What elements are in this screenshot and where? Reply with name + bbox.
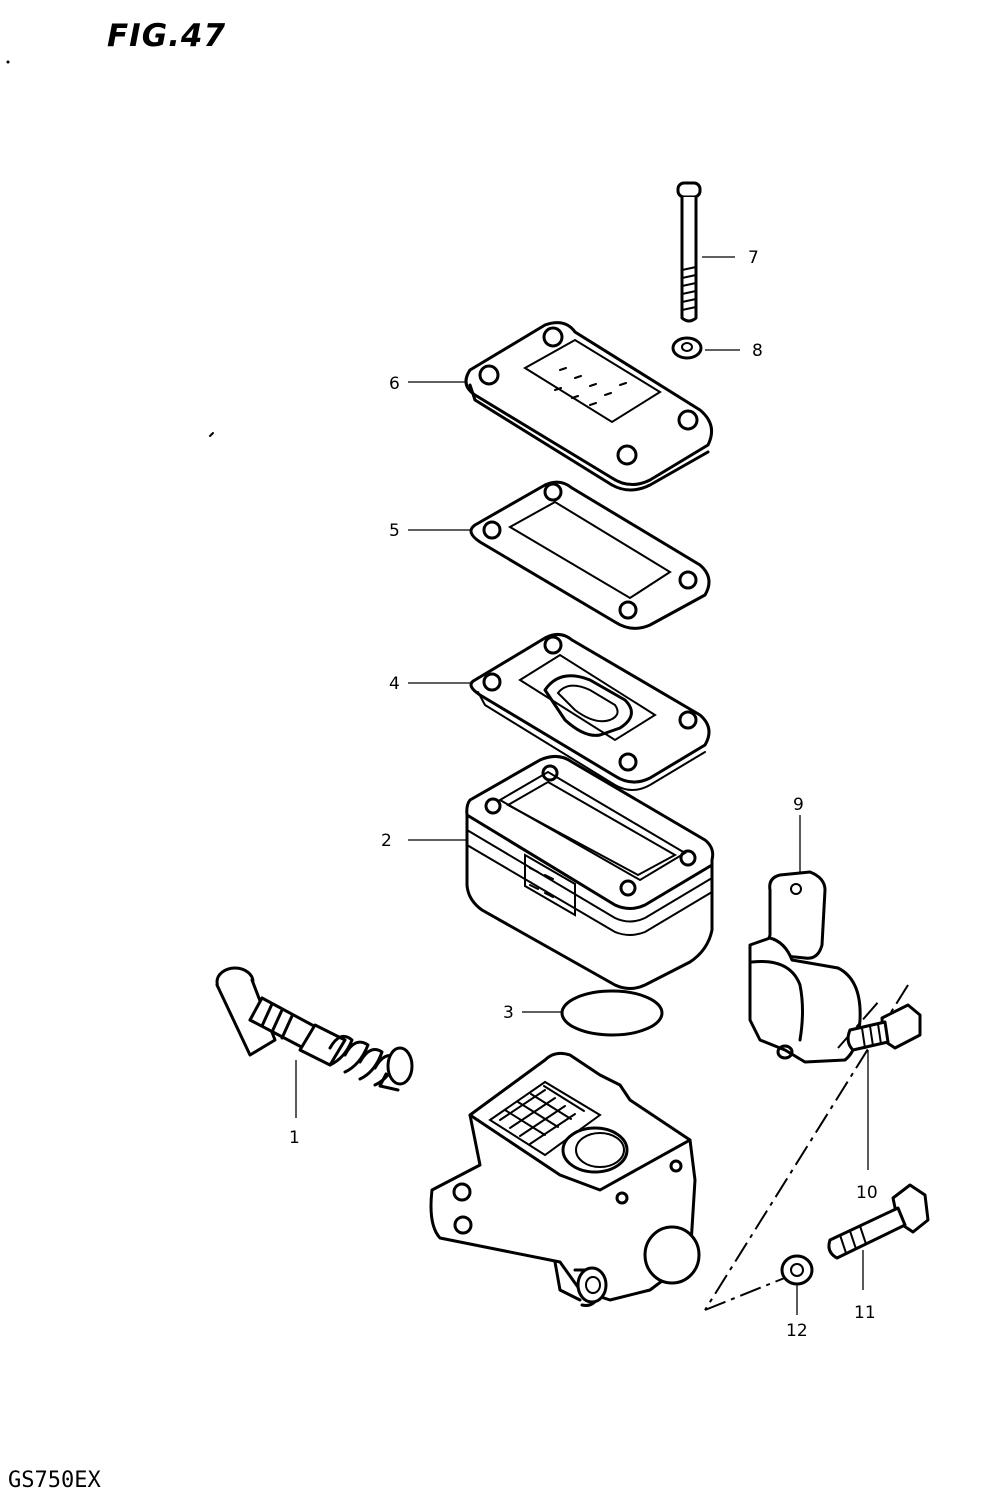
bolt-part-11 (827, 1183, 930, 1260)
callout-11: 11 (854, 1303, 876, 1323)
callout-12: 12 (786, 1321, 808, 1341)
o-ring-part-3 (560, 989, 664, 1037)
model-code: GS750EX (8, 1468, 101, 1493)
reservoir-cap-part-6 (464, 321, 714, 492)
bolt-part-10 (846, 1003, 922, 1052)
reservoir-body-part-2 (465, 755, 715, 990)
gasket-part-5 (469, 480, 711, 630)
piston-assembly-part-1 (215, 966, 414, 1092)
washer-part-12 (780, 1254, 814, 1286)
callout-2: 2 (381, 831, 392, 851)
callout-1: 1 (289, 1128, 300, 1148)
diaphragm-part-4 (469, 633, 711, 791)
dash-dot-divider (704, 984, 909, 1311)
figure-title: FIG.47 (107, 18, 227, 54)
callout-10: 10 (856, 1183, 878, 1203)
speck (209, 432, 214, 437)
washer-part-8 (671, 336, 703, 360)
master-cylinder-body (429, 1051, 701, 1307)
callout-9: 9 (793, 795, 804, 815)
clamp-part-9 (748, 870, 862, 1064)
callout-4: 4 (389, 674, 400, 694)
dash-dot-divider (837, 999, 881, 1049)
callout-3: 3 (503, 1003, 514, 1023)
dash-dot-divider (704, 1274, 793, 1311)
callout-7: 7 (748, 248, 759, 268)
callout-5: 5 (389, 521, 400, 541)
speck (6, 60, 10, 64)
callout-8: 8 (752, 341, 763, 361)
callout-6: 6 (389, 374, 400, 394)
screw-part-7 (676, 181, 702, 323)
